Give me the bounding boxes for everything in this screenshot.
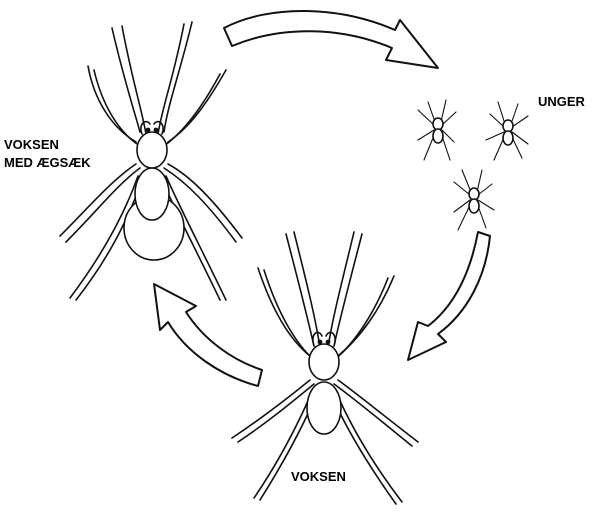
adult-spider <box>232 232 418 504</box>
label-young: UNGER <box>538 93 585 111</box>
cycle-arrow-left <box>154 284 262 386</box>
label-adult-with-egg-sac-line2: MED ÆGSÆK <box>4 154 91 172</box>
spider-eye <box>154 128 159 133</box>
cycle-arrow-top <box>224 11 438 68</box>
spider-cephalothorax <box>309 344 339 380</box>
young-spider-3 <box>454 170 494 230</box>
label-adult-with-egg-sac: VOKSEN MED ÆGSÆK <box>4 136 91 172</box>
spider-eye <box>318 340 323 345</box>
spider-cephalothorax <box>137 132 167 168</box>
spider-abdomen <box>307 382 341 434</box>
label-adult: VOKSEN <box>291 468 346 486</box>
label-adult-with-egg-sac-line1: VOKSEN <box>4 136 91 154</box>
spider-abdomen <box>135 168 169 220</box>
young-spider-1 <box>418 100 456 160</box>
spider-eye <box>326 340 331 345</box>
young-spider-2 <box>486 102 528 160</box>
spider-eye <box>146 128 151 133</box>
cycle-arrow-right <box>408 232 490 360</box>
